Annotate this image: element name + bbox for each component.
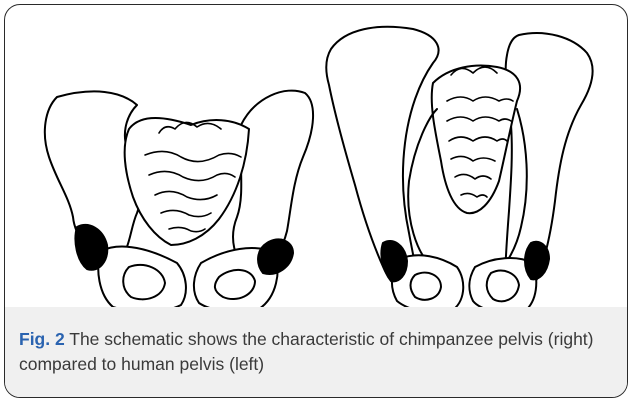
figure-frame: Fig. 2 The schematic shows the character… xyxy=(4,4,628,398)
pelvis-schematic xyxy=(5,5,628,315)
human-pelvis-drawing xyxy=(45,91,313,313)
human-right-acetabulum xyxy=(258,239,293,274)
human-right-obturator xyxy=(215,270,255,299)
caption-body: The schematic shows the characteristic o… xyxy=(19,329,594,374)
human-sacrum xyxy=(125,118,249,245)
figure-caption: Fig. 2 The schematic shows the character… xyxy=(5,307,627,397)
figure-label: Fig. 2 xyxy=(19,329,65,349)
chimpanzee-pelvis-drawing xyxy=(326,27,592,313)
chimp-left-obturator xyxy=(411,273,442,300)
chimp-right-acetabulum xyxy=(525,242,549,280)
caption-text: Fig. 2 The schematic shows the character… xyxy=(19,327,619,377)
chimp-right-obturator xyxy=(487,271,519,302)
